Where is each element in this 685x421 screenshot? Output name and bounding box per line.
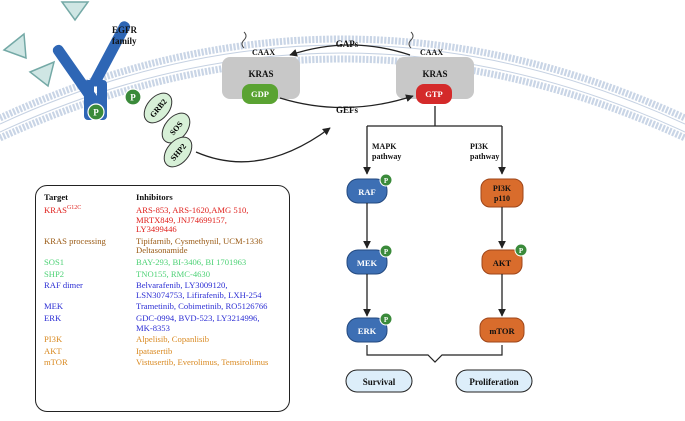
gtp-label: GTP bbox=[425, 89, 442, 99]
row-target-superscript: G12C bbox=[66, 205, 82, 212]
kras-active: KRAS GTP bbox=[396, 31, 474, 104]
svg-text:P: P bbox=[384, 248, 389, 256]
svg-text:AKT: AKT bbox=[493, 258, 512, 268]
inhibitor-line: BAY-293, BI-3406, BI 1701963 bbox=[136, 257, 247, 267]
gaps-label: GAPs bbox=[336, 39, 359, 49]
ligand-triangle bbox=[2, 32, 27, 60]
row-inhibitors: GDC-0994, BVD-523, LY3214996,MK-8353 bbox=[136, 313, 296, 333]
kras-inactive-name: KRAS bbox=[248, 69, 273, 79]
row-inhibitors: Trametinib, Cobimetinib, RO5126766 bbox=[136, 302, 296, 312]
gefs-label: GEFs bbox=[336, 105, 359, 115]
row-inhibitors: Alpelisib, Copanlisib bbox=[136, 335, 296, 345]
inhibitor-line: LY3499446 bbox=[136, 224, 177, 235]
row-inhibitors: TNO155, RMC-4630 bbox=[136, 268, 296, 280]
inhibitor-line: TNO155, RMC-4630 bbox=[136, 268, 211, 279]
gaps-arrow bbox=[289, 44, 411, 57]
gefs-arrow bbox=[279, 94, 414, 109]
row-target: SOS1 bbox=[44, 257, 65, 267]
svg-text:P: P bbox=[384, 177, 389, 185]
pi3k-label-line2: pathway bbox=[470, 152, 499, 161]
svg-text:P: P bbox=[519, 247, 524, 255]
svg-text:RAF: RAF bbox=[358, 187, 375, 197]
pi3k-label-line1: PI3K bbox=[470, 142, 489, 151]
svg-text:mTOR: mTOR bbox=[489, 326, 515, 336]
merge-bracket bbox=[366, 345, 503, 363]
svg-text:p110: p110 bbox=[494, 194, 510, 203]
row-target: PI3K bbox=[44, 334, 63, 345]
phospho-label: P bbox=[130, 93, 136, 103]
row-target: SHP2 bbox=[44, 268, 65, 279]
inhibitor-line: Tipifarnib, Cysmethynil, UCM-1336 bbox=[136, 235, 263, 246]
ligand-triangle bbox=[28, 60, 56, 88]
mtor-node: mTOR bbox=[479, 317, 525, 343]
kras-inactive: KRAS GDP bbox=[222, 31, 300, 104]
kras-active-name: KRAS bbox=[422, 69, 447, 79]
caax-right: CAAX bbox=[420, 48, 443, 57]
row-inhibitors: Vistusertib, Everolimus, Temsirolimus bbox=[136, 358, 296, 368]
inhibitor-line: Vistusertib, Everolimus, Temsirolimus bbox=[136, 357, 269, 368]
row-inhibitors: BAY-293, BI-3406, BI 1701963 bbox=[136, 257, 296, 268]
svg-text:Survival: Survival bbox=[363, 377, 396, 387]
row-target: MEK bbox=[44, 301, 64, 312]
inhibitor-line: Trametinib, Cobimetinib, RO5126766 bbox=[136, 301, 268, 312]
caax-left: CAAX bbox=[252, 48, 275, 57]
phospho-label: P bbox=[93, 108, 99, 118]
mapk-label-line1: MAPK bbox=[372, 142, 397, 151]
adaptor-sos: SOS bbox=[161, 112, 191, 144]
inhibitor-line: MK-8353 bbox=[136, 322, 170, 333]
row-target: AKT bbox=[44, 345, 62, 356]
akt-node: AKT P bbox=[481, 243, 528, 275]
inhibitor-table: Target Inhibitors KRASG12C ARS-853, ARS-1… bbox=[35, 185, 290, 412]
header-target: Target bbox=[44, 192, 69, 202]
gdp-label: GDP bbox=[251, 89, 269, 99]
inhibitor-line: Ipatasertib bbox=[136, 345, 173, 356]
receptor-phospho: P P bbox=[87, 88, 142, 121]
proliferation-outcome: Proliferation bbox=[455, 369, 533, 393]
adaptor-grb2: GRB2 bbox=[143, 92, 173, 124]
inhibitor-line: GDC-0994, BVD-523, LY3214996, bbox=[136, 313, 260, 323]
row-target: mTOR bbox=[44, 357, 68, 368]
mek-node: MEK P bbox=[346, 244, 393, 275]
row-target: KRAS processing bbox=[44, 235, 106, 246]
svg-text:PI3K: PI3K bbox=[493, 184, 512, 193]
ligand-triangle bbox=[60, 1, 90, 22]
inhibitor-line: ARS-853, ARS-1620,AMG 510, bbox=[136, 205, 249, 215]
row-inhibitors: Ipatasertib bbox=[136, 345, 296, 357]
adaptor-shp2: SHP2 bbox=[163, 136, 193, 168]
svg-text:MEK: MEK bbox=[357, 258, 378, 268]
row-target: ERK bbox=[44, 313, 62, 323]
receptor-label-line2: family bbox=[112, 36, 137, 46]
raf-node: RAF P bbox=[346, 173, 393, 204]
erk-node: ERK P bbox=[346, 312, 393, 343]
pathway-split bbox=[367, 106, 502, 127]
header-inhibitors: Inhibitors bbox=[136, 192, 173, 202]
inhibitor-line: LSN3074753, Lifirafenib, LXH-254 bbox=[136, 289, 262, 300]
svg-text:Proliferation: Proliferation bbox=[469, 377, 518, 387]
row-inhibitors: ARS-853, ARS-1620,AMG 510,MRTX849, JNJ74… bbox=[136, 205, 296, 235]
survival-outcome: Survival bbox=[345, 369, 413, 393]
inhibitor-line: Belvarafenib, LY3009120, bbox=[136, 280, 228, 291]
inhibitor-line: MRTX849, JNJ74699157, bbox=[136, 214, 227, 225]
row-target: KRASG12C bbox=[44, 205, 82, 215]
inhibitor-line: Alpelisib, Copanlisib bbox=[136, 334, 210, 345]
svg-text:ERK: ERK bbox=[358, 326, 377, 336]
pi3k-node: PI3K p110 bbox=[480, 178, 524, 208]
activation-arrow bbox=[195, 127, 331, 163]
row-target: RAF dimer bbox=[44, 280, 83, 291]
ligand-triangles bbox=[2, 1, 90, 88]
row-inhibitors: Belvarafenib, LY3009120,LSN3074753, Lifi… bbox=[136, 281, 296, 300]
mapk-label-line2: pathway bbox=[372, 152, 401, 161]
receptor-label-line1: EGFR bbox=[112, 25, 138, 35]
svg-text:P: P bbox=[384, 316, 389, 324]
inhibitor-line: Deltasonamide bbox=[136, 245, 188, 256]
